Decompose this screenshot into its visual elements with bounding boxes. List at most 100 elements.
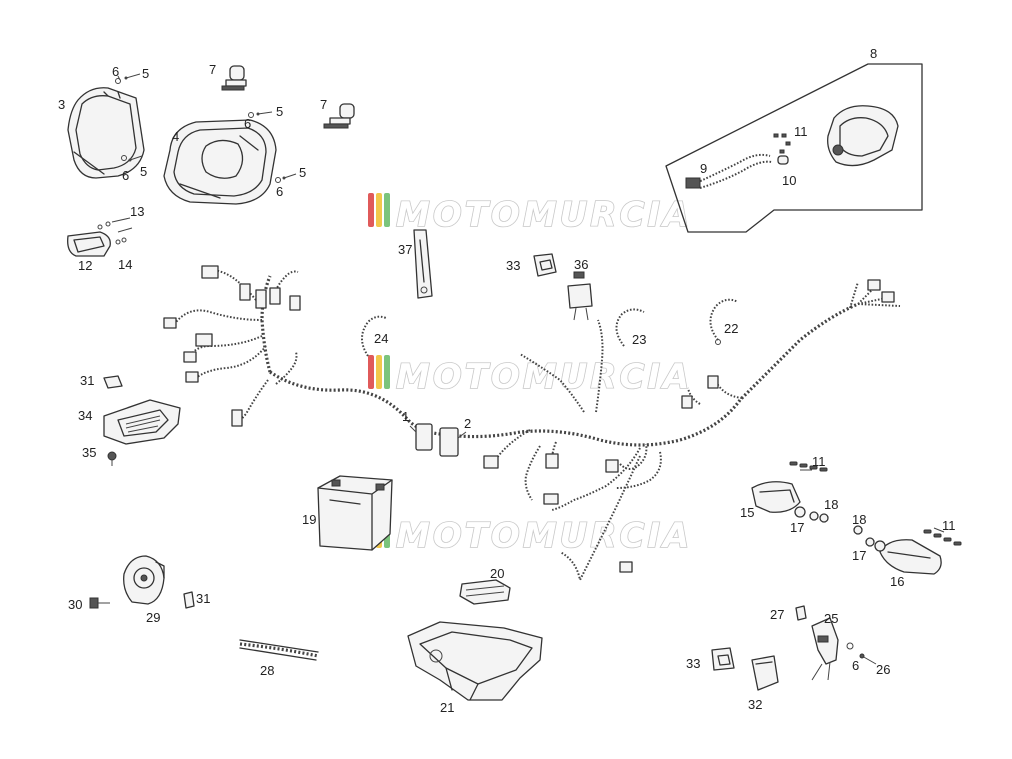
- callout-17a: 17: [790, 520, 804, 535]
- callout-22: 22: [724, 321, 738, 336]
- bulb-right: [323, 103, 355, 129]
- callout-1: 1: [402, 409, 409, 424]
- protective-sleeve: [239, 639, 319, 661]
- watermark-stripe-yellow: [376, 355, 382, 389]
- switch-25: [811, 617, 839, 681]
- callout-5a: 5: [142, 66, 149, 81]
- watermark-stripe-yellow: [376, 193, 382, 227]
- callout-19: 19: [302, 512, 316, 527]
- battery: [317, 475, 393, 551]
- callout-6e: 6: [852, 658, 859, 673]
- watermark-text: MOTOMURCIA: [396, 357, 692, 397]
- headlight: [163, 119, 277, 205]
- callout-32: 32: [748, 697, 762, 712]
- watermark-3: MOTOMURCIA: [368, 514, 692, 557]
- callout-16: 16: [890, 574, 904, 589]
- callout-numbers: 1 2 3 4 5 5 5 5 6 6 6 6 6 7 7 8 9 10 11 …: [58, 46, 956, 715]
- callout-36: 36: [574, 257, 588, 272]
- callout-18b: 18: [852, 512, 866, 527]
- bulb-upper: [221, 65, 247, 91]
- callout-37: 37: [398, 242, 412, 257]
- callout-5d: 5: [299, 165, 306, 180]
- callout-17b: 17: [852, 548, 866, 563]
- callout-25: 25: [824, 611, 838, 626]
- watermark-stripe-green: [384, 193, 390, 227]
- callout-31b: 31: [196, 591, 210, 606]
- callout-2: 2: [464, 416, 471, 431]
- callout-18a: 18: [824, 497, 838, 512]
- relay-upper: [533, 253, 557, 277]
- callout-20: 20: [490, 566, 504, 581]
- clip-27: [795, 605, 807, 621]
- callout-8: 8: [870, 46, 877, 61]
- callout-11c: 11: [942, 518, 956, 533]
- callout-15: 15: [740, 505, 754, 520]
- turn-signal-right: [853, 525, 942, 575]
- callout-7a: 7: [209, 62, 216, 77]
- callout-21: 21: [440, 700, 454, 715]
- callout-34: 34: [78, 408, 92, 423]
- callout-11b: 11: [812, 454, 826, 469]
- callout-6d: 6: [276, 184, 283, 199]
- watermark-stripe-green: [384, 355, 390, 389]
- callout-12: 12: [78, 258, 92, 273]
- regulator-rectifier: [103, 399, 181, 445]
- watermark-text: MOTOMURCIA: [396, 516, 692, 556]
- callout-10: 10: [782, 173, 796, 188]
- callout-9: 9: [700, 161, 707, 176]
- leader-lines: [117, 75, 945, 533]
- washer-6: [846, 642, 854, 650]
- callout-26: 26: [876, 662, 890, 677]
- screws-11: [789, 461, 962, 546]
- callout-24: 24: [374, 331, 388, 346]
- screw-26: [859, 653, 877, 665]
- horn: [123, 555, 165, 605]
- screw-set: [115, 73, 297, 183]
- callout-29: 29: [146, 610, 160, 625]
- cable-tie-22: [709, 298, 739, 345]
- bolt-30: [89, 597, 110, 609]
- callout-33b: 33: [686, 656, 700, 671]
- instrument-light-kit: [665, 63, 923, 233]
- callout-6a: 6: [112, 64, 119, 79]
- callout-3: 3: [58, 97, 65, 112]
- callout-4: 4: [172, 129, 179, 144]
- callout-30: 30: [68, 597, 82, 612]
- callout-11a: 11: [794, 124, 808, 139]
- callout-7b: 7: [320, 97, 327, 112]
- clip-31-lower: [183, 591, 195, 609]
- screw-35: [107, 451, 117, 466]
- flasher-relay: [751, 655, 779, 691]
- callout-23: 23: [632, 332, 646, 347]
- callout-31a: 31: [80, 373, 94, 388]
- watermark-stripe-red: [368, 193, 374, 227]
- cable-tie-23: [615, 308, 645, 347]
- relay-36: [567, 271, 593, 321]
- callout-28: 28: [260, 663, 274, 678]
- harness-connectors: [163, 265, 895, 573]
- foam-pad: [459, 579, 511, 605]
- callout-5b: 5: [140, 164, 147, 179]
- parking-light-lens: [67, 217, 133, 257]
- cable-tie-24: [361, 315, 387, 357]
- battery-box: [407, 621, 543, 701]
- turn-signal-left: [751, 481, 829, 523]
- watermark-1: MOTOMURCIA: [368, 193, 692, 236]
- bracket-strip: [413, 229, 433, 299]
- callout-27: 27: [770, 607, 784, 622]
- callout-14: 14: [118, 257, 132, 272]
- watermark-2: MOTOMURCIA: [368, 355, 692, 398]
- callout-5c: 5: [276, 104, 283, 119]
- callout-13: 13: [130, 204, 144, 219]
- callout-6c: 6: [244, 116, 251, 131]
- callout-35: 35: [82, 445, 96, 460]
- relay-lower: [711, 647, 735, 671]
- watermark-stripe-red: [368, 355, 374, 389]
- callout-33a: 33: [506, 258, 520, 273]
- headlight-housing-rear: [67, 87, 145, 179]
- clip-31-upper: [103, 375, 123, 389]
- callout-6b: 6: [122, 168, 129, 183]
- watermark-text: MOTOMURCIA: [396, 195, 692, 235]
